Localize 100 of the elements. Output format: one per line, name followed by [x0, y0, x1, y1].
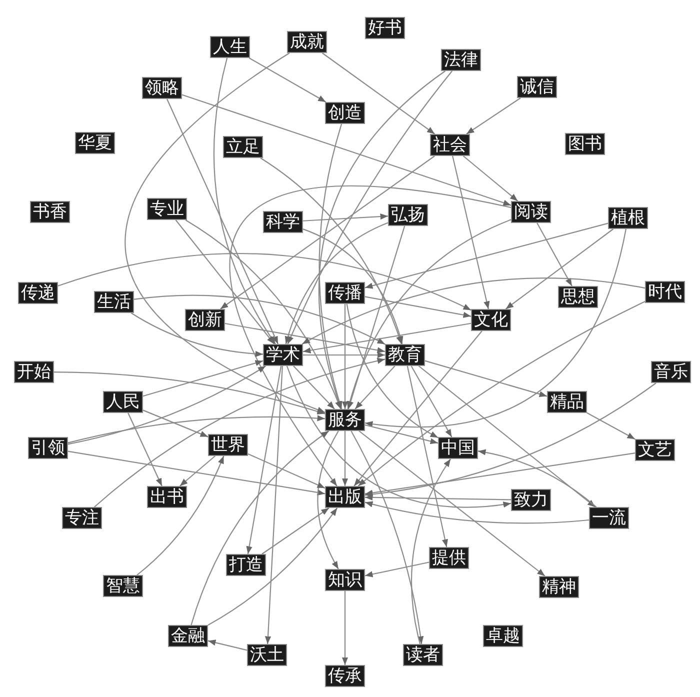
arrow: [54, 371, 326, 414]
arrow: [208, 508, 338, 626]
word-label: 传递: [18, 282, 58, 304]
arrow: [246, 366, 282, 554]
word-label: 阅读: [511, 201, 551, 223]
arrow: [136, 456, 224, 576]
arrow: [410, 458, 451, 644]
arrow: [262, 508, 330, 554]
word-label: 领略: [142, 77, 182, 99]
arrow: [342, 431, 348, 486]
arrow: [142, 410, 208, 438]
word-label: 学术: [263, 344, 303, 366]
arrow: [68, 415, 326, 444]
arrow: [346, 304, 438, 438]
arrow: [302, 213, 388, 222]
arrow: [364, 562, 430, 578]
arrow: [208, 640, 248, 651]
word-label: 专业: [147, 198, 187, 220]
arrow: [342, 304, 348, 409]
word-label: 法律: [441, 49, 481, 71]
arrow: [466, 98, 521, 134]
arrow: [303, 352, 385, 358]
arrow: [364, 222, 608, 289]
word-label: 时代: [645, 281, 685, 303]
word-label: 金融: [168, 625, 208, 647]
arrow: [224, 322, 386, 354]
arrow: [185, 220, 342, 410]
arrow: [248, 453, 326, 489]
word-label: 传承: [325, 665, 365, 687]
word-label: 图书: [565, 133, 605, 155]
arrow: [424, 360, 548, 397]
word-label: 社会: [430, 134, 470, 156]
word-label: 卓越: [483, 625, 523, 647]
word-label: 沃土: [247, 644, 287, 666]
word-label: 成就: [287, 31, 327, 53]
arrow: [354, 366, 396, 410]
word-label: 引领: [28, 437, 68, 459]
arrow: [285, 222, 388, 344]
arrow: [94, 358, 386, 508]
arrow: [364, 424, 438, 444]
word-label: 思想: [558, 286, 598, 308]
arrow: [505, 228, 614, 310]
word-label: 教育: [385, 344, 425, 366]
word-label: 诚信: [517, 76, 557, 98]
arrow: [220, 156, 435, 310]
arrow: [190, 430, 330, 626]
arrow: [302, 278, 646, 344]
arrow: [478, 449, 597, 508]
arrow: [364, 501, 590, 524]
arrow: [342, 591, 348, 665]
word-label: 精神: [539, 576, 579, 598]
word-label: 植根: [608, 207, 648, 229]
word-label: 书香: [30, 201, 70, 223]
arrow: [302, 228, 403, 344]
arrow: [230, 186, 512, 486]
arrow: [142, 360, 264, 397]
arrow: [418, 366, 596, 508]
arrow: [130, 312, 264, 357]
word-label: 知识: [325, 569, 365, 591]
arrow: [134, 294, 386, 345]
arrow: [302, 322, 472, 354]
arrow: [58, 253, 472, 311]
arrow: [586, 412, 636, 440]
word-label: 创新: [185, 309, 225, 331]
arrow: [347, 219, 512, 410]
arrow: [180, 456, 216, 486]
word-label: 出书: [147, 486, 187, 508]
word-label: 开始: [14, 361, 54, 383]
word-label: 智慧: [103, 575, 143, 597]
arrow: [358, 430, 546, 576]
arrow: [175, 220, 275, 344]
arrow: [364, 382, 656, 498]
arrow: [286, 366, 512, 508]
arrow: [358, 301, 646, 486]
word-label: 好书: [365, 17, 405, 39]
word-label: 弘扬: [388, 204, 428, 226]
arrow: [293, 366, 335, 410]
arrow: [364, 228, 626, 428]
word-label: 科学: [263, 211, 303, 233]
word-label: 出版: [325, 486, 365, 508]
word-label: 生活: [94, 291, 134, 313]
arrow: [536, 222, 572, 286]
word-label: 一流: [589, 507, 629, 529]
word-label: 读者: [403, 644, 443, 666]
arrow: [264, 366, 283, 644]
arrow: [68, 366, 266, 445]
word-label: 文化: [471, 309, 511, 331]
arrow: [260, 158, 402, 344]
arrow: [410, 366, 452, 438]
word-label: 音乐: [651, 361, 691, 383]
arrow: [462, 156, 518, 202]
arrow: [125, 52, 326, 413]
word-label: 打造: [226, 554, 266, 576]
word-label: 创造: [325, 102, 365, 124]
word-label: 传播: [325, 282, 365, 304]
arrow: [364, 452, 636, 496]
word-label: 世界: [208, 434, 248, 456]
arrow: [182, 94, 512, 206]
word-label: 中国: [438, 437, 478, 459]
arrow: [248, 58, 326, 102]
